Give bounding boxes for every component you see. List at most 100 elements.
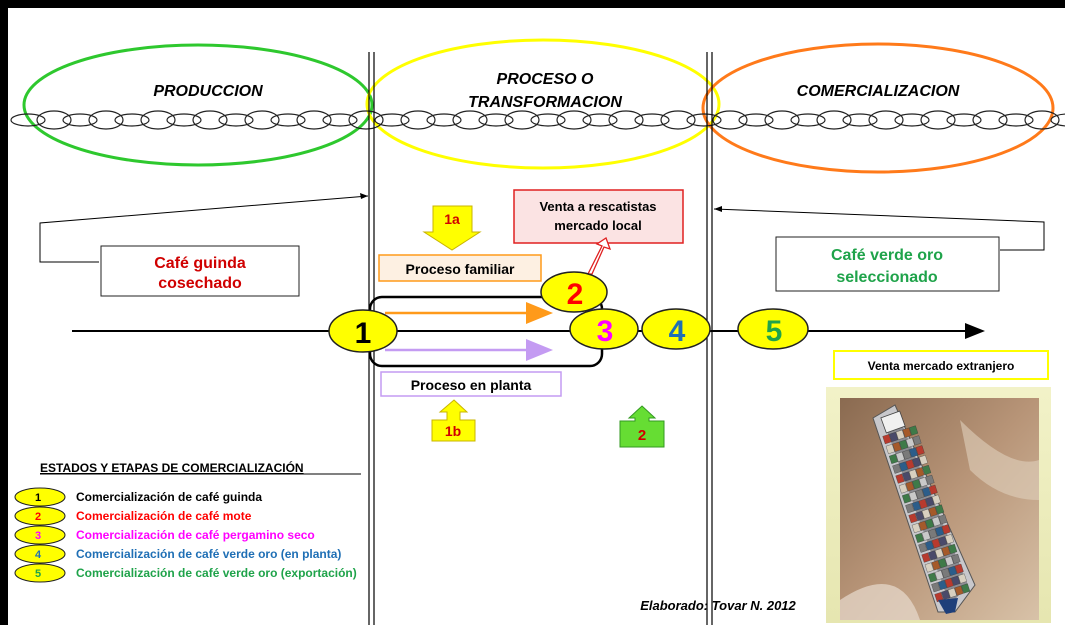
container-block xyxy=(941,524,951,535)
phase-production-label: PRODUCCION xyxy=(153,83,263,100)
chain-link xyxy=(88,110,124,130)
left-border xyxy=(0,0,8,625)
legend-number-1: 1 xyxy=(35,492,41,504)
cafe-verde-text-2: seleccionado xyxy=(836,269,938,286)
chain-link xyxy=(504,110,540,130)
arrow-2-green: 2 xyxy=(619,405,665,448)
legend-marker-1 xyxy=(14,487,66,507)
container-block xyxy=(934,570,944,581)
verde-callout-line xyxy=(713,208,1045,251)
container-block xyxy=(928,550,938,561)
chain-link xyxy=(478,113,514,127)
phase-process-label-2: TRANSFORMACION xyxy=(468,94,622,111)
chain-link xyxy=(868,110,904,130)
container-block xyxy=(912,457,922,468)
container-block xyxy=(922,464,932,475)
divider-right xyxy=(706,52,713,625)
credit-text: Elaborado: Tovar N. 2012 xyxy=(640,598,796,613)
container-block xyxy=(921,552,931,563)
container-block xyxy=(889,453,899,464)
verde-callout-arrowhead xyxy=(714,206,722,212)
legend-text-4: Comercialización de café verde oro (en p… xyxy=(76,547,341,561)
container-block xyxy=(931,560,941,571)
stage-2-label: 2 xyxy=(567,278,584,311)
cafe-guinda-text-2: cosechado xyxy=(158,275,242,292)
container-block xyxy=(911,523,921,534)
proceso-familiar-text: Proceso familiar xyxy=(406,261,515,277)
chain-link xyxy=(296,110,332,130)
chain-links xyxy=(10,110,1065,130)
container-block xyxy=(931,538,941,549)
venta-rescatistas-text-1: Venta a rescatistas xyxy=(539,199,656,214)
container-block xyxy=(918,498,928,509)
ship-containers xyxy=(882,425,971,603)
container-block xyxy=(915,489,925,500)
chain-link xyxy=(244,110,280,130)
chain-link xyxy=(62,113,98,127)
container-block xyxy=(915,510,925,521)
container-block xyxy=(941,568,951,579)
container-block xyxy=(925,474,935,485)
chain-link xyxy=(556,110,592,130)
chain-link xyxy=(10,113,46,127)
container-block xyxy=(908,513,918,524)
container-block xyxy=(902,427,912,438)
container-block xyxy=(938,536,948,547)
chain-link xyxy=(1024,110,1060,130)
container-block xyxy=(889,431,899,442)
chain-link xyxy=(192,110,228,130)
container-block xyxy=(935,504,945,515)
top-border xyxy=(0,0,1065,8)
legend-text-5: Comercialización de café verde oro (expo… xyxy=(76,566,357,580)
chain-link xyxy=(270,113,306,127)
container-block xyxy=(938,558,948,569)
container-block xyxy=(918,542,928,553)
container-block xyxy=(954,585,964,596)
container-block xyxy=(925,518,935,529)
cargo-ship-image xyxy=(826,387,1051,623)
guinda-callout-line xyxy=(39,195,369,263)
container-block xyxy=(902,449,912,460)
arrow-1a: 1a xyxy=(422,205,482,251)
stage-4-marker xyxy=(641,308,711,350)
phase-commerce-label: COMERCIALIZACION xyxy=(797,83,960,100)
container-block xyxy=(905,481,915,492)
planta-arrowhead xyxy=(526,339,553,361)
legend-number-4: 4 xyxy=(35,549,42,561)
container-block xyxy=(899,439,909,450)
container-block xyxy=(928,506,938,517)
arrow-2-label: 2 xyxy=(638,427,646,444)
chain-link xyxy=(790,113,826,127)
commerce-ellipse xyxy=(701,42,1055,174)
container-block xyxy=(947,565,958,576)
chain-link xyxy=(36,110,72,130)
proceso-planta-box xyxy=(380,371,562,397)
container-block xyxy=(948,543,958,554)
legend-text-1: Comercialización de café guinda xyxy=(76,490,262,504)
guinda-callout-arrowhead xyxy=(360,193,368,199)
container-block xyxy=(944,556,954,567)
chain-link xyxy=(842,113,878,127)
stage-4-label: 4 xyxy=(669,315,686,348)
chain-link xyxy=(114,113,150,127)
container-block xyxy=(895,473,905,484)
cafe-verde-text-1: Café verde oro xyxy=(831,247,943,264)
chain-link xyxy=(946,113,982,127)
chain-link xyxy=(218,113,254,127)
container-block xyxy=(898,483,908,494)
chain-link xyxy=(972,110,1008,130)
container-block xyxy=(921,508,931,519)
container-block xyxy=(892,441,902,452)
chain-link xyxy=(322,113,358,127)
container-block xyxy=(947,587,957,598)
chain-link xyxy=(764,110,800,130)
production-ellipse xyxy=(22,43,374,167)
container-block xyxy=(915,445,925,456)
stage-1-marker xyxy=(328,309,398,353)
arrow-1a-label: 1a xyxy=(444,211,460,227)
venta-rescatistas-box xyxy=(513,189,684,244)
legend-number-5: 5 xyxy=(35,568,41,580)
container-block xyxy=(931,494,941,505)
stage-5-label: 5 xyxy=(766,315,783,348)
